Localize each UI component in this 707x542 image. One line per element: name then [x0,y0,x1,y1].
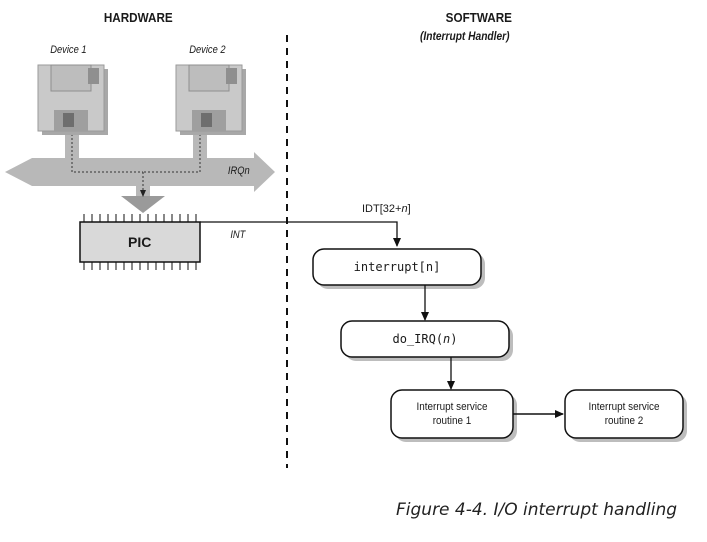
interrupt-box [312,248,482,286]
int-label: INT [230,229,246,241]
idt-label: IDT[32+n] [362,203,411,215]
figure-caption: Figure 4-4. I/O interrupt handling [396,500,678,520]
isr2-label-line1: Interrupt service [588,401,660,413]
software-subheading: (Interrupt Handler) [420,29,510,43]
pic-chip [79,214,201,270]
irq-line-device2 [143,130,201,173]
software-heading: SOFTWARE [445,10,512,25]
bus-stem [136,186,150,196]
isr1-label: Interrupt service routine 1 [397,400,507,428]
device1-floppy-icon [37,64,108,135]
device2-floppy-icon [175,64,246,135]
do-irq-suffix: ) [450,332,458,346]
do-irq-box-label: do_IRQ(n) [341,332,509,346]
do-irq-box [340,320,510,358]
irq-label: IRQn [227,165,250,177]
isr1-label-line2: routine 1 [432,415,472,427]
isr2-label-line2: routine 2 [604,415,644,427]
do-irq-prefix: do_IRQ( [392,332,444,346]
irq-line-device1 [71,130,143,173]
idt-label-var: n [401,203,408,215]
isr1-label-line1: Interrupt service [416,401,488,413]
isr2-label: Interrupt service routine 2 [571,400,677,428]
hardware-heading: HARDWARE [103,10,173,25]
device1-label: Device 1 [50,44,87,56]
pic-label: PIC [128,234,152,250]
isr2-box [564,389,684,439]
int-signal-arrow [200,221,401,247]
do-irq-var: n [443,332,451,346]
idt-label-prefix: IDT[32+ [362,203,402,215]
interrupt-box-label: interrupt[n] [353,260,441,274]
device2-label: Device 2 [189,44,226,56]
bus-down-arrow [121,196,165,213]
idt-label-suffix: ] [407,203,411,215]
